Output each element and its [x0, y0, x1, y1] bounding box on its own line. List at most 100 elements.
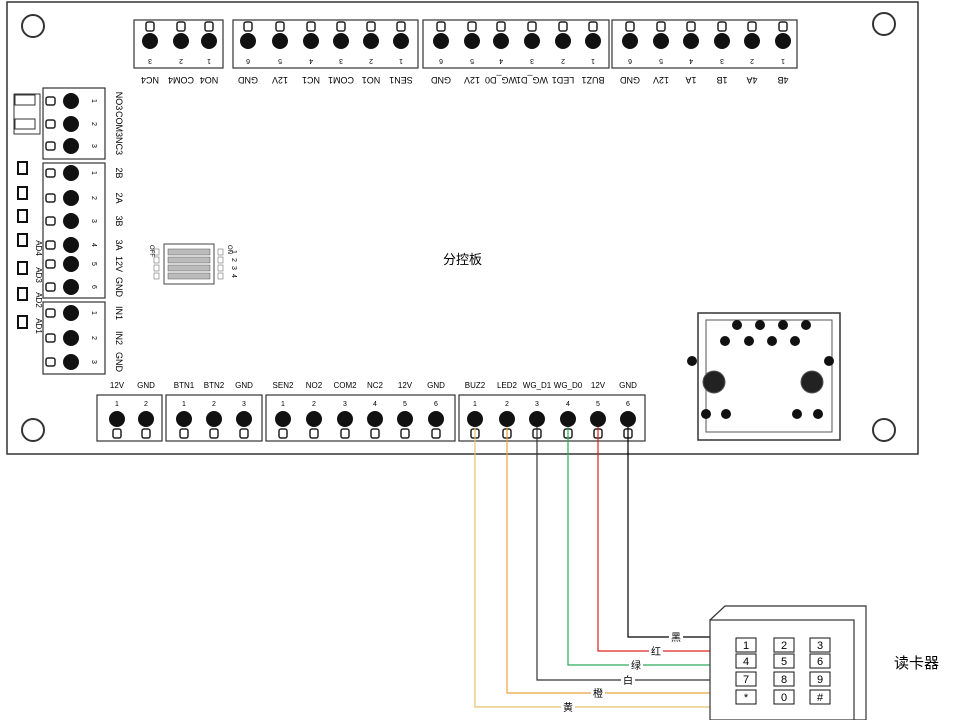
- led-indicator: [17, 261, 28, 275]
- terminal-screw: [620, 411, 636, 427]
- terminal-screw-slot: [239, 428, 249, 439]
- wire-label-bg: [561, 701, 575, 713]
- terminal-pin-number: 2: [212, 401, 216, 408]
- bottom-terminal-label: LED2: [497, 381, 518, 390]
- terminal-screw-slot: [112, 428, 122, 439]
- mount-hole-bottom-right: [872, 418, 896, 442]
- top-terminal-label: BUZ1: [581, 75, 604, 85]
- terminal-pin-number: 1: [90, 99, 97, 103]
- terminal-screw-slot: [45, 240, 56, 250]
- terminal-screw: [428, 411, 444, 427]
- terminal-screw: [529, 411, 545, 427]
- left-terminal-label: 2B: [114, 167, 124, 178]
- rj45-pin: [732, 320, 742, 330]
- terminal-pin-number: 6: [246, 57, 250, 64]
- terminal-pin-number: 3: [343, 401, 347, 408]
- top-terminal-label: 12V: [272, 75, 288, 85]
- led-indicator: [17, 287, 28, 301]
- wire-label-bg: [621, 674, 635, 686]
- rj45-led-hole: [800, 370, 824, 394]
- keypad-key-label: 8: [781, 674, 787, 686]
- dip-on-marker: [217, 272, 224, 280]
- terminal-screw: [775, 33, 791, 49]
- bottom-terminal-label: GND: [619, 381, 637, 390]
- terminal-screw: [63, 190, 79, 206]
- terminal-screw-slot: [45, 141, 56, 151]
- dip-number: 3: [230, 266, 237, 270]
- wire-label-bg: [591, 687, 605, 699]
- terminal-pin-number: 3: [148, 57, 152, 64]
- dip-off-marker: [153, 248, 160, 256]
- led-label: AD4: [34, 240, 43, 256]
- terminal-screw: [63, 279, 79, 295]
- left-terminal-block: [42, 162, 106, 299]
- top-terminal-label: 4B: [777, 75, 788, 85]
- terminal-pin-number: 1: [90, 171, 97, 175]
- terminal-screw: [138, 411, 154, 427]
- left-terminal-label: IN1: [114, 306, 124, 320]
- terminal-pin-number: 1: [182, 401, 186, 408]
- rj45-pin: [767, 336, 777, 346]
- led-indicator: [17, 233, 28, 247]
- terminal-screw: [206, 411, 222, 427]
- terminal-screw: [63, 305, 79, 321]
- dip-on-label: ON: [226, 245, 232, 254]
- terminal-screw: [201, 33, 217, 49]
- terminal-screw: [397, 411, 413, 427]
- rj45-led-hole: [702, 370, 726, 394]
- top-terminal-label: WG_D1: [516, 75, 548, 85]
- top-terminal-label: 4A: [746, 75, 757, 85]
- terminal-pin-number: 5: [659, 57, 663, 64]
- terminal-screw-slot: [467, 21, 477, 32]
- terminal-screw: [63, 116, 79, 132]
- terminal-screw-slot: [45, 193, 56, 203]
- terminal-screw: [240, 33, 256, 49]
- terminal-screw: [493, 33, 509, 49]
- terminal-screw-slot: [45, 259, 56, 269]
- keypad-key: [773, 689, 795, 705]
- top-terminal-label: NO4: [200, 75, 219, 85]
- terminal-pin-number: 6: [434, 401, 438, 408]
- wire-label-bg: [649, 645, 663, 657]
- keypad-key: [809, 671, 831, 687]
- bottom-terminal-label: BTN1: [174, 381, 195, 390]
- dip-number: 1: [230, 250, 237, 254]
- keypad-key-label: 1: [743, 640, 749, 652]
- terminal-screw: [622, 33, 638, 49]
- terminal-screw: [555, 33, 571, 49]
- keypad-key-label: 4: [743, 656, 749, 668]
- terminal-pin-number: 2: [750, 57, 754, 64]
- terminal-screw-slot: [400, 428, 410, 439]
- keypad-key-label: #: [817, 692, 824, 704]
- terminal-screw-slot: [370, 428, 380, 439]
- terminal-screw-slot: [431, 428, 441, 439]
- terminal-pin-number: 5: [403, 401, 407, 408]
- terminal-screw-slot: [278, 428, 288, 439]
- terminal-pin-number: 5: [278, 57, 282, 64]
- keypad-key-label: 9: [817, 674, 823, 686]
- top-terminal-label: NC4: [141, 75, 159, 85]
- terminal-pin-number: 4: [373, 401, 377, 408]
- board-title: 分控板: [443, 252, 483, 267]
- wire-color-label: 绿: [631, 659, 641, 672]
- dip-off-marker: [153, 264, 160, 272]
- keypad-key-label: 0: [781, 692, 787, 704]
- bottom-terminal-label: COM2: [333, 381, 357, 390]
- terminal-screw-slot: [686, 21, 696, 32]
- rj45-pin: [720, 336, 730, 346]
- terminal-pin-number: 2: [179, 57, 183, 64]
- terminal-pin-number: 4: [566, 401, 570, 408]
- relay-jumper: [14, 94, 36, 106]
- bottom-terminal-strip: 12V1GND2BTN11BTN22GND3SEN21NO22COM23NC24…: [96, 381, 646, 442]
- terminal-screw-slot: [527, 21, 537, 32]
- terminal-screw: [393, 33, 409, 49]
- terminal-screw-slot: [625, 21, 635, 32]
- left-terminal-label: NO3: [114, 92, 124, 111]
- terminal-screw: [363, 33, 379, 49]
- dip-number: 2: [230, 258, 237, 262]
- terminal-screw: [173, 33, 189, 49]
- dip-number: 4: [230, 274, 237, 278]
- wire-label-bg: [629, 659, 643, 671]
- terminal-pin-number: 1: [781, 57, 785, 64]
- terminal-pin-number: 3: [90, 144, 97, 148]
